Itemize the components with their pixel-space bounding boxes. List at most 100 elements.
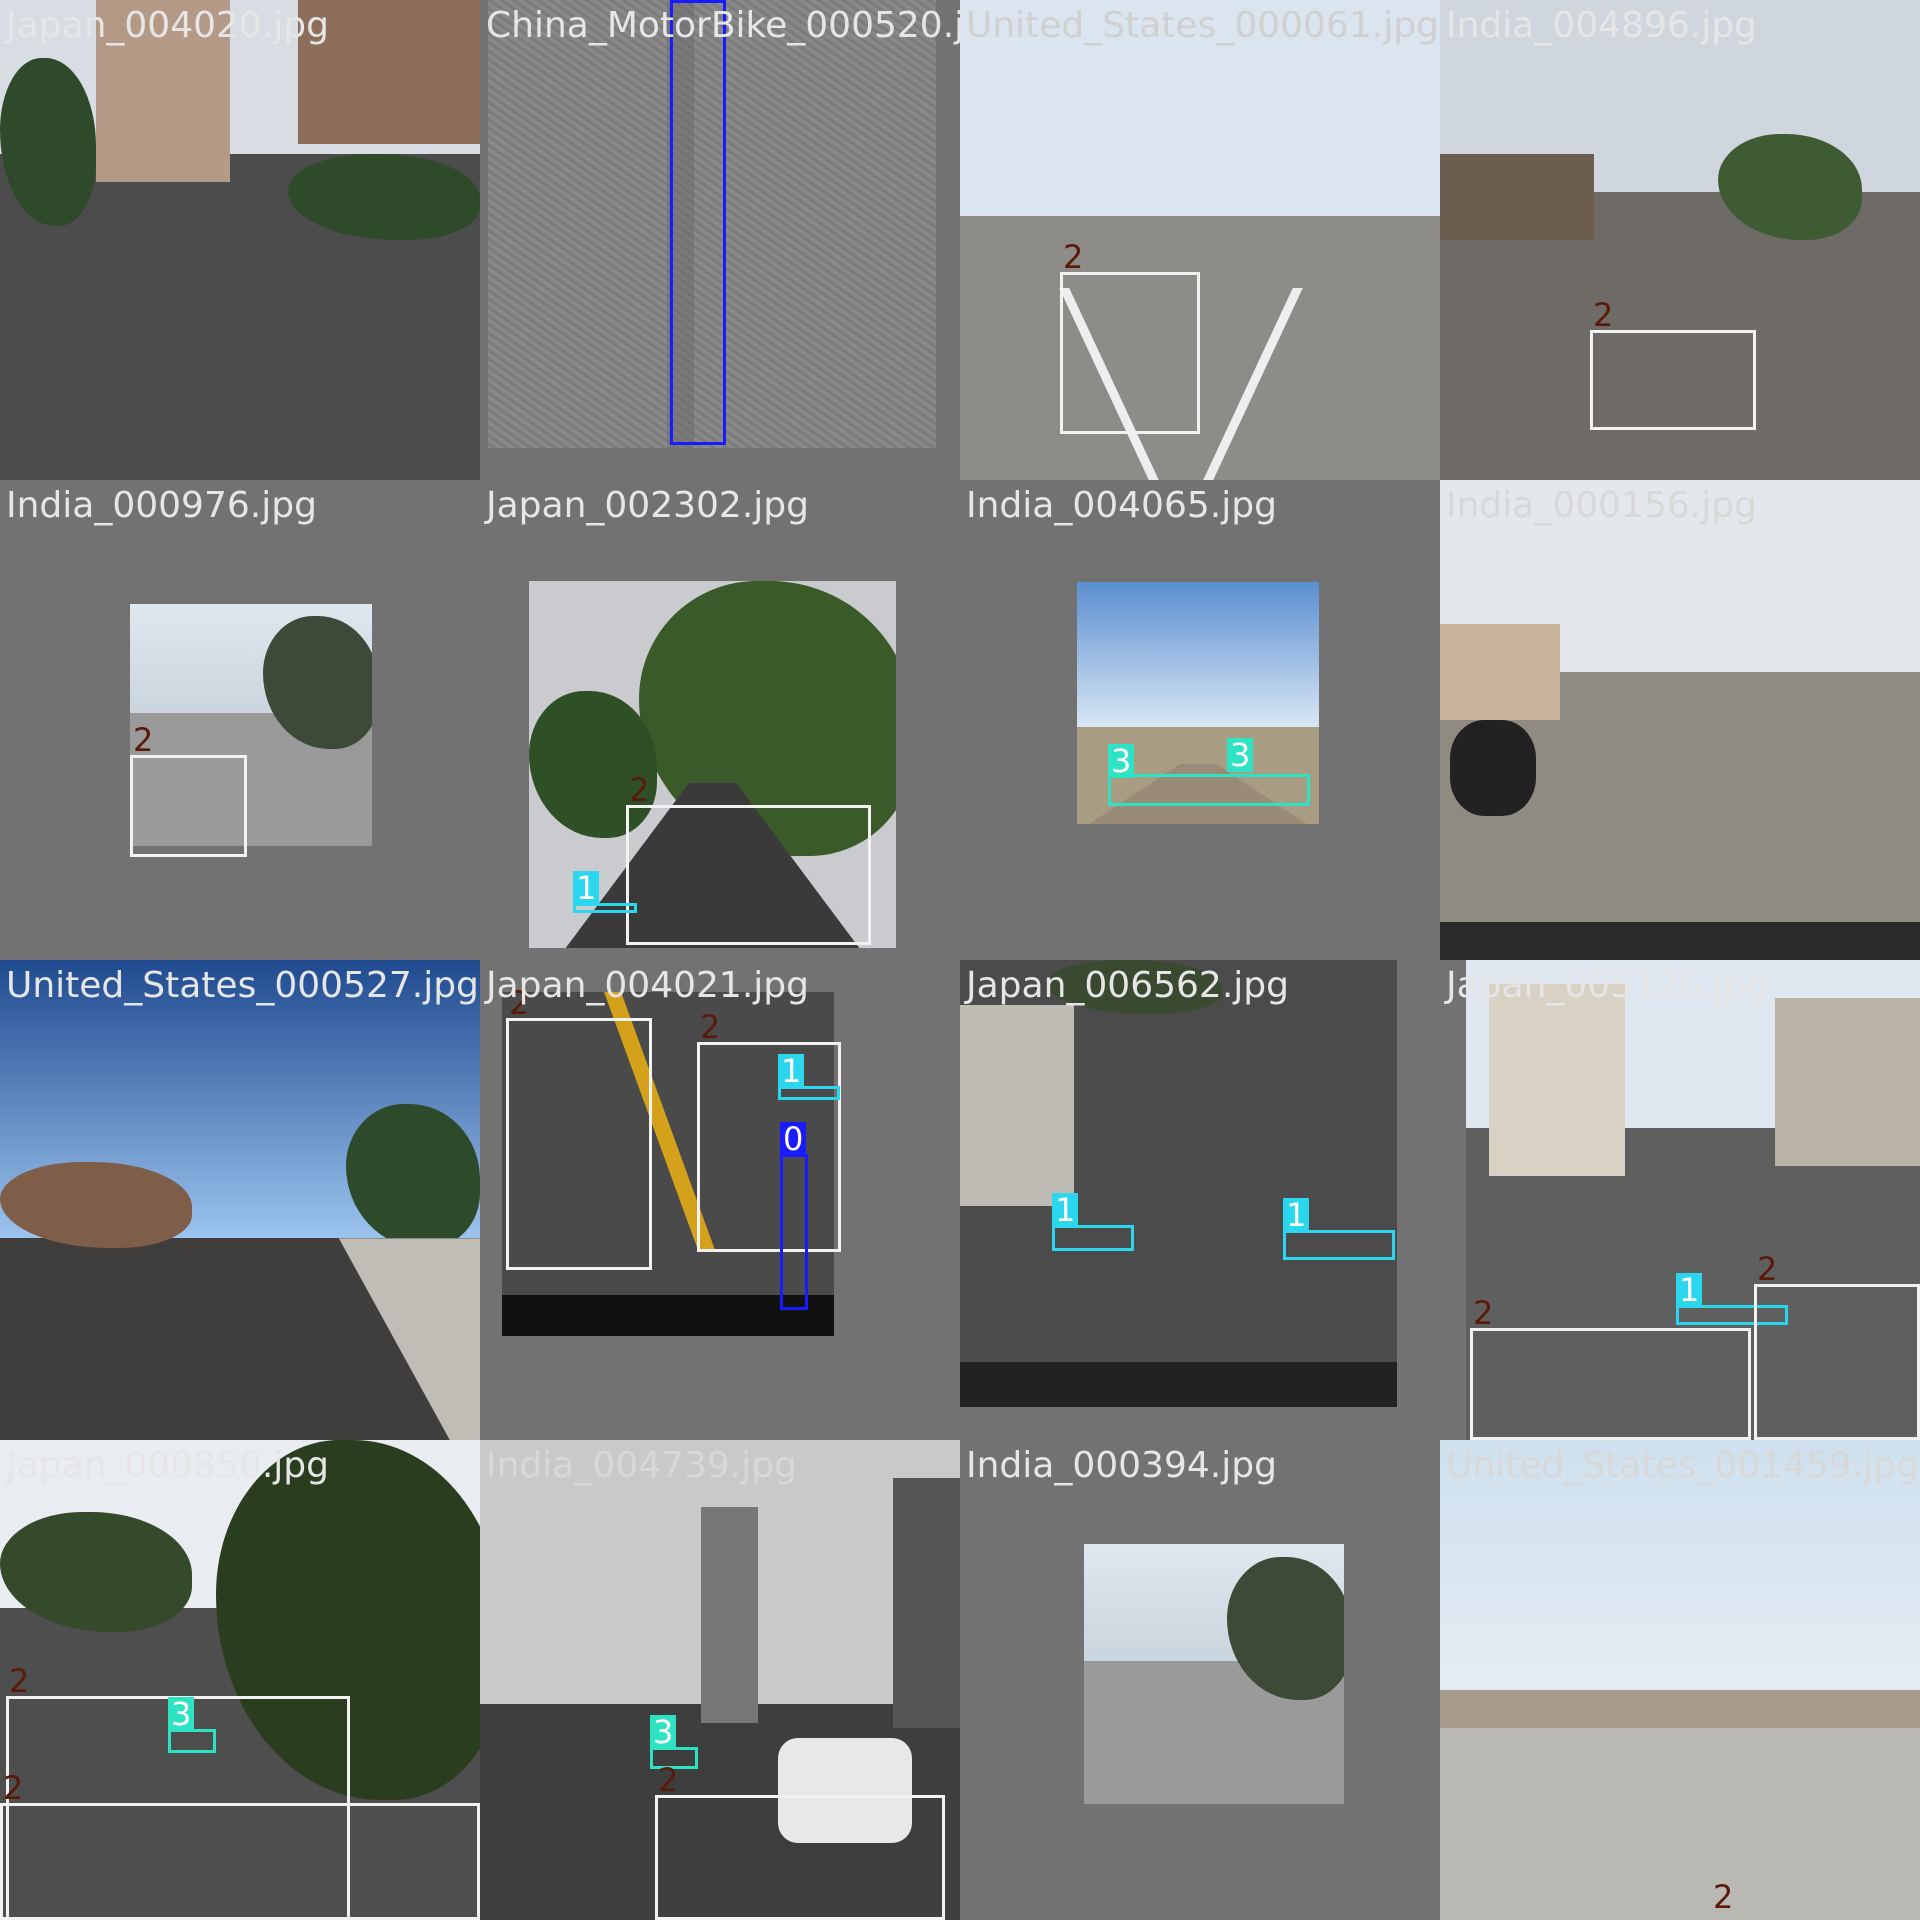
- dashboard: [960, 1362, 1397, 1407]
- road-surface: [1440, 1718, 1920, 1920]
- image-filename-label: India_004065.jpg: [966, 485, 1277, 526]
- building: [1488, 984, 1625, 1176]
- bounding-box-class-0: [780, 1154, 808, 1310]
- hedge: [288, 153, 480, 240]
- image-filename-label: India_004739.jpg: [486, 1445, 797, 1486]
- building: [700, 1507, 759, 1724]
- bounding-box-class-2: [506, 1018, 652, 1270]
- class-id-tag: 1: [1052, 1193, 1079, 1227]
- class-id-tag: 1: [1283, 1198, 1310, 1232]
- tree: [0, 1512, 192, 1632]
- mosaic-tile: Japan_000850.jpg 2 3 2: [0, 1440, 480, 1920]
- road-surface: [1440, 192, 1920, 480]
- dashboard: [502, 1294, 834, 1336]
- class-id-tag: 1: [778, 1054, 805, 1088]
- road-photo: [0, 960, 480, 1440]
- road-photo: [1440, 1440, 1920, 1920]
- class-id-tag: 2: [629, 771, 650, 809]
- road-surface: [960, 216, 1440, 480]
- bounding-box-class-1: [1283, 1230, 1395, 1260]
- image-filename-label: Japan_006562.jpg: [966, 965, 1289, 1006]
- bounding-box-class-3: [1108, 774, 1310, 806]
- mosaic-tile: Japan_004020.jpg: [0, 0, 480, 480]
- bounding-box-class-1: [573, 903, 637, 913]
- tree: [529, 691, 658, 838]
- class-id-tag: 0: [780, 1122, 807, 1156]
- building: [1440, 153, 1594, 240]
- wall: [960, 1004, 1074, 1206]
- motorbike: [1449, 720, 1536, 816]
- building: [1774, 998, 1920, 1167]
- image-filename-label: Japan_002302.jpg: [486, 485, 809, 526]
- tree: [1718, 134, 1863, 240]
- bounding-box-class-1: [1052, 1225, 1134, 1251]
- mosaic-tile: India_000156.jpg: [1440, 480, 1920, 960]
- image-filename-label: United_States_000061.jpg: [966, 5, 1439, 46]
- image-filename-label: China_MotorBike_000520.jpg: [486, 5, 960, 46]
- class-id-tag: 3: [650, 1715, 677, 1749]
- class-id-tag: 1: [1676, 1273, 1703, 1307]
- road-photo: [960, 960, 1397, 1407]
- bounding-box-class-0: [670, 0, 726, 445]
- image-filename-label: India_000976.jpg: [6, 485, 317, 526]
- class-id-tag: 2: [133, 721, 154, 759]
- sky: [1440, 1440, 1920, 1719]
- building: [892, 1478, 960, 1728]
- image-filename-label: Japan_000850.jpg: [6, 1445, 329, 1486]
- class-id-tag: 3: [1227, 738, 1254, 772]
- bounding-box-class-2: [1060, 272, 1200, 434]
- image-filename-label: Japan_004021.jpg: [486, 965, 809, 1006]
- image-filename-label: India_000156.jpg: [1446, 485, 1757, 526]
- image-filename-label: Japan_005126.jpg: [1446, 965, 1769, 1006]
- road-photo: [0, 1440, 480, 1920]
- road-photo: [1466, 960, 1920, 1440]
- class-id-tag: 2: [3, 1769, 24, 1807]
- mosaic-tile: India_004065.jpg 3 3: [960, 480, 1440, 960]
- mosaic-tile: India_000394.jpg: [960, 1440, 1440, 1920]
- class-id-tag: 3: [168, 1697, 195, 1731]
- building: [96, 0, 231, 183]
- class-id-tag: 2: [509, 984, 530, 1022]
- image-filename-label: United_States_000527.jpg: [6, 965, 479, 1006]
- building: [1440, 1689, 1920, 1728]
- mosaic-tile: Japan_006562.jpg 1 1: [960, 960, 1440, 1440]
- mosaic-tile: India_000976.jpg 2: [0, 480, 480, 960]
- bounding-box-class-2: [655, 1795, 945, 1920]
- class-id-tag: 0: [670, 0, 697, 2]
- class-id-tag: 2: [658, 1761, 679, 1799]
- bounding-box-class-1: [1676, 1305, 1788, 1325]
- building: [297, 0, 480, 144]
- bounding-box-class-2: [1590, 330, 1756, 430]
- bounding-box-class-1: [778, 1086, 840, 1100]
- road-photo: [480, 1440, 960, 1920]
- road-photo: [0, 0, 480, 480]
- road-photo: [130, 604, 372, 846]
- mosaic-tile: United_States_000527.jpg: [0, 960, 480, 1440]
- tree: [345, 1104, 480, 1248]
- road-photo: [529, 581, 896, 948]
- bounding-box-class-2: [0, 1803, 480, 1920]
- road-photo: [1440, 480, 1920, 960]
- dashboard: [1440, 921, 1920, 960]
- class-id-tag: 2: [1713, 1878, 1734, 1916]
- road-photo: [502, 992, 834, 1336]
- sky: [1077, 582, 1319, 728]
- sky: [960, 0, 1440, 216]
- tree: [0, 57, 96, 226]
- class-id-tag: 2: [9, 1662, 30, 1700]
- road-photo: [960, 0, 1440, 480]
- car: [777, 1737, 912, 1844]
- bounding-box-class-2: [1470, 1328, 1751, 1440]
- class-id-tag: 2: [1757, 1250, 1778, 1288]
- mosaic-tile: India_004739.jpg 3 2: [480, 1440, 960, 1920]
- bounding-box-class-2: [697, 1042, 841, 1252]
- class-id-tag: 3: [1108, 744, 1135, 778]
- image-filename-label: India_000394.jpg: [966, 1445, 1277, 1486]
- tree: [1047, 960, 1223, 1014]
